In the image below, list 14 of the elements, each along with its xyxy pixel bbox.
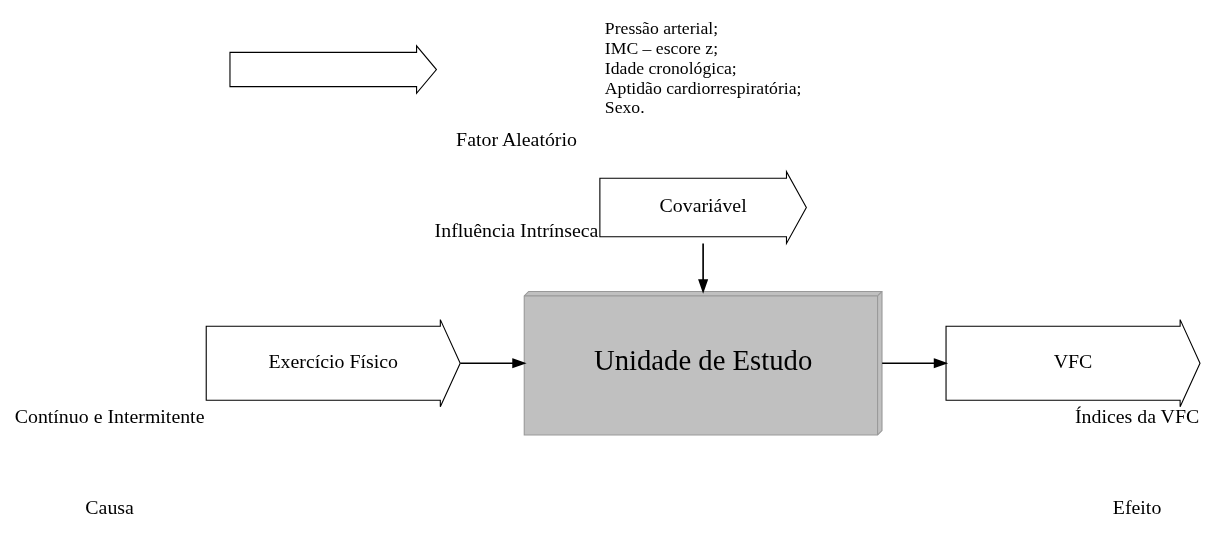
arrow: [698, 242, 709, 294]
node-label: Contínuo e Intermitente: [14, 404, 205, 427]
label: Idade cronológica;: [604, 57, 737, 78]
node-label: Influência Intrínseca: [434, 219, 599, 242]
node-arrow: [229, 44, 438, 95]
node-label: Fator Aleatório: [456, 127, 577, 150]
label: Aptidão cardiorrespiratória;: [604, 77, 802, 98]
node-label: Causa: [85, 496, 134, 519]
node-label: Efeito: [1112, 496, 1162, 519]
label: Sexo.: [604, 97, 645, 118]
arrow: [459, 358, 527, 369]
arrow: [881, 358, 949, 369]
label: IMC – escore z;: [604, 37, 719, 58]
label: Pressão arterial;: [604, 17, 719, 38]
